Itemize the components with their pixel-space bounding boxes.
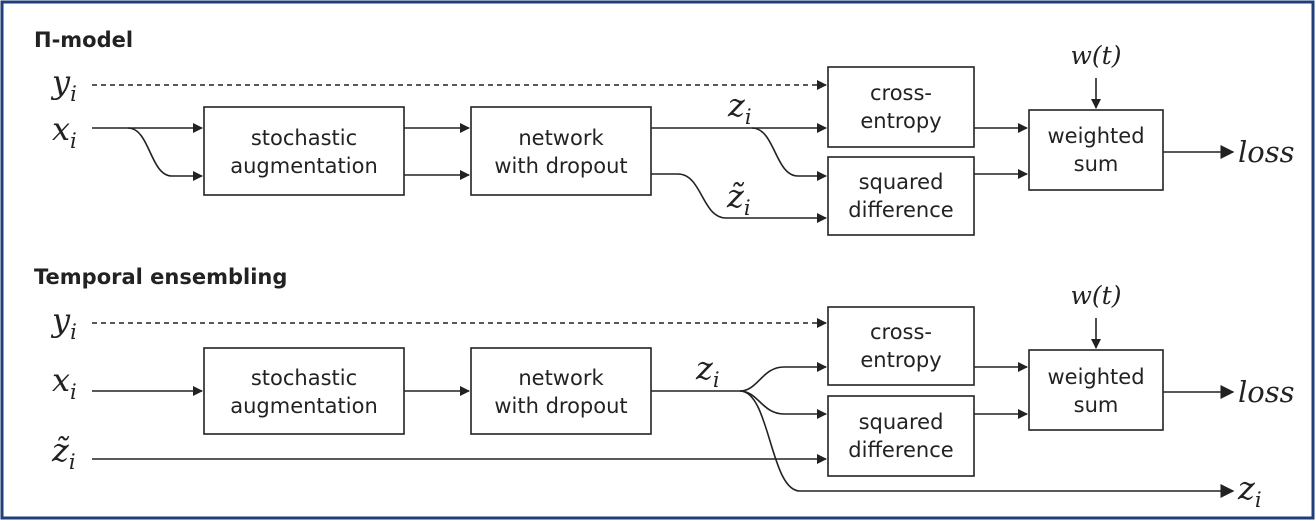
te-augmentation-label-line2: augmentation <box>230 394 378 418</box>
pi-network-label-line1: network <box>518 126 604 150</box>
te-z-output-arrow <box>739 390 1235 498</box>
te-stochastic-augmentation-box: stochastic augmentation <box>203 347 405 435</box>
pi-ztilde-to-squared-diff-arrow <box>651 173 827 223</box>
te-network-label-line2: with dropout <box>494 394 627 418</box>
te-ztilde-input-label: z̃i <box>51 431 76 474</box>
te-network-with-dropout-box: network with dropout <box>470 347 652 435</box>
pi-weighted-sum-box: weighted sum <box>1028 109 1164 191</box>
pi-loss-label: loss <box>1238 135 1295 169</box>
pi-weight-label: w(t) <box>1071 41 1122 70</box>
te-z-to-squared-diff-arrow <box>739 390 827 419</box>
pi-model-title: Π-model <box>34 28 133 52</box>
pi-ztilde-label: z̃i <box>726 177 751 220</box>
pi-stochastic-augmentation-box: stochastic augmentation <box>203 106 405 196</box>
te-squared-diff-label-line2: difference <box>848 438 953 462</box>
pi-squared-diff-label-line2: difference <box>848 198 953 222</box>
pi-network-label-line2: with dropout <box>494 154 627 178</box>
pi-cross-entropy-label-line2: entropy <box>860 109 941 133</box>
te-loss-label: loss <box>1238 375 1295 409</box>
pi-squared-difference-box: squared difference <box>827 156 975 236</box>
pi-augmentation-label-line2: augmentation <box>230 154 378 178</box>
temporal-ensembling-title: Temporal ensembling <box>34 265 287 289</box>
temporal-ensembling-section: Temporal ensembling yi xi z̃i stochastic… <box>34 265 1295 512</box>
pi-y-input-label: yi <box>50 63 77 106</box>
te-x-input-label: xi <box>52 361 77 404</box>
te-weight-label: w(t) <box>1071 281 1122 310</box>
pi-squared-diff-label-line1: squared <box>859 170 944 194</box>
pi-augmentation-label-line1: stochastic <box>251 126 357 150</box>
te-cross-entropy-label-line2: entropy <box>860 348 941 372</box>
pi-weighted-sum-label-line1: weighted <box>1047 124 1144 148</box>
te-weighted-sum-label-line1: weighted <box>1047 365 1144 389</box>
pi-cross-entropy-label-line1: cross- <box>870 81 932 105</box>
te-squared-diff-label-line1: squared <box>859 410 944 434</box>
pi-x-branch-arrow <box>127 127 203 181</box>
te-weighted-sum-box: weighted sum <box>1028 349 1164 431</box>
te-z-to-cross-entropy-arrow <box>739 362 827 392</box>
te-y-input-label: yi <box>50 301 77 344</box>
te-network-label-line1: network <box>518 366 604 390</box>
te-z-output-label: zi <box>1237 469 1262 512</box>
te-squared-difference-box: squared difference <box>827 395 975 477</box>
te-z-label: zi <box>695 349 720 392</box>
pi-z-label: zi <box>727 86 752 129</box>
pi-weighted-sum-label-line2: sum <box>1074 152 1119 176</box>
pi-x-input-label: xi <box>52 110 77 153</box>
pi-cross-entropy-box: cross- entropy <box>827 66 975 148</box>
te-cross-entropy-box: cross- entropy <box>827 306 975 386</box>
te-augmentation-label-line1: stochastic <box>251 366 357 390</box>
te-cross-entropy-label-line1: cross- <box>870 320 932 344</box>
pi-network-with-dropout-box: network with dropout <box>470 106 652 196</box>
pi-z-to-squared-diff-arrow <box>751 127 827 181</box>
pi-model-section: Π-model yi xi stochastic augmentation ne… <box>34 28 1295 236</box>
te-weighted-sum-label-line2: sum <box>1074 393 1119 417</box>
